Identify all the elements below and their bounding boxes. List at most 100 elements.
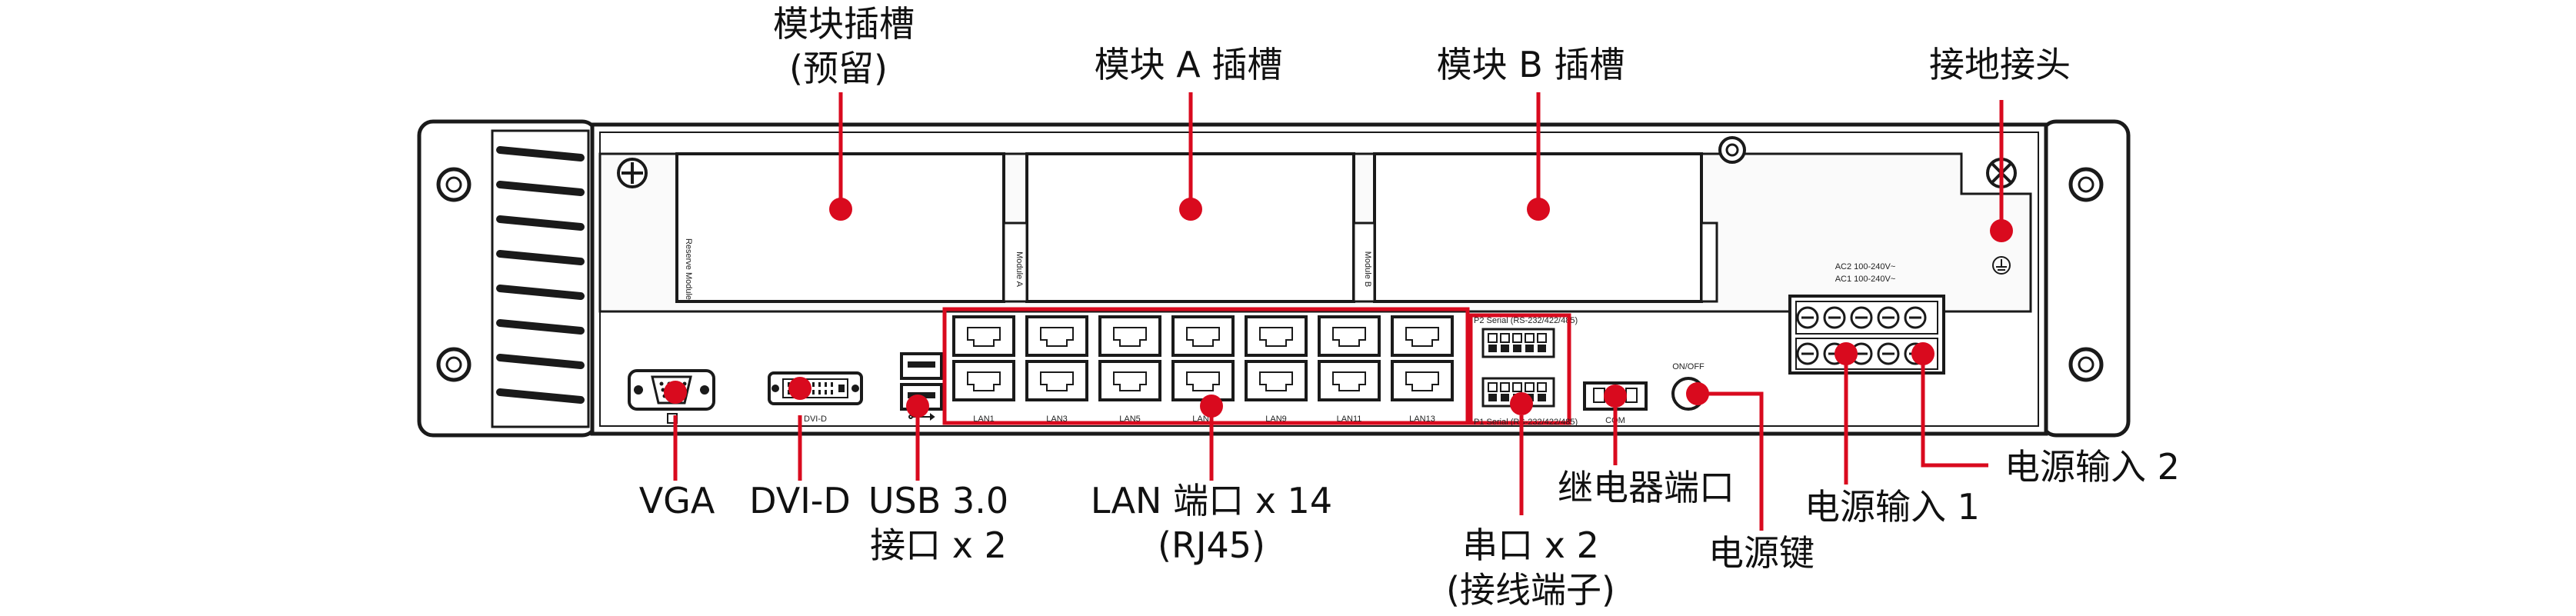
terminal-screw (1525, 333, 1535, 343)
ac2-text: AC2 100-240V~ (1835, 262, 1896, 271)
ac1-text: AC1 100-240V~ (1835, 275, 1896, 284)
terminal-pin (1501, 345, 1509, 352)
screw-top (1718, 136, 1746, 164)
rj45-jack-icon (1186, 327, 1220, 347)
terminal-pin (1501, 394, 1509, 401)
leader-lines (673, 92, 2004, 531)
lan-port (1098, 360, 1161, 401)
rj45-jack-icon (1259, 371, 1293, 391)
marker-ground (1990, 219, 2013, 242)
label-module-slot-reserved-line2: (预留) (789, 48, 888, 89)
label-power-button: 电源键 (1708, 532, 1815, 574)
terminal-screw (1512, 382, 1522, 392)
marker-power-button (1686, 382, 1709, 405)
module-b-text: Module B (1363, 251, 1372, 287)
lan-port (1318, 315, 1381, 357)
label-module-slot-reserved: 模块插槽 (预留) (773, 2, 915, 91)
terminal-screw (1512, 333, 1522, 343)
lan-port (1171, 360, 1235, 401)
label-module-slot-reserved-line1: 模块插槽 (773, 3, 915, 45)
label-vga: VGA (638, 480, 715, 521)
p2-serial-text: P2 Serial (RS-232/422/485) (1474, 316, 1578, 325)
lan-port (1098, 315, 1161, 357)
terminal-screw (1537, 333, 1547, 343)
rj45-jack-icon (1405, 371, 1439, 391)
terminal-pin (1538, 345, 1546, 352)
marker-usb (906, 395, 929, 418)
leader-power-input-2 (1921, 354, 1988, 468)
terminal-screw (1488, 382, 1498, 392)
serial-terminal-blocks: P2 Serial (RS-232/422/485) P1 Serial (RS… (1468, 313, 1578, 427)
rj45-jack-icon (1186, 371, 1220, 391)
terminal-screw (1537, 382, 1547, 392)
lan-port-label: LAN9 (1265, 415, 1287, 424)
lan-port-label: LAN5 (1119, 415, 1141, 424)
lan-port (1025, 315, 1088, 357)
marker-lan (1200, 395, 1223, 418)
ground-symbol-icon (1992, 256, 2011, 275)
marker-serial (1510, 392, 1533, 415)
on-off-text: ON/OFF (1672, 362, 1705, 371)
lan-port-label: LAN1 (973, 415, 995, 424)
terminal-pin (1538, 394, 1546, 401)
rj45-jack-icon (1259, 327, 1293, 347)
lan-port (1245, 315, 1308, 357)
terminal-pin (1488, 345, 1497, 352)
label-usb: USB 3.0 接口 x 2 (861, 478, 1015, 568)
module-a-text: Module A (1015, 251, 1024, 288)
label-relay-port: 继电器端口 (1558, 467, 1735, 508)
screw-left (617, 158, 648, 188)
marker-power-input-2 (1911, 342, 1934, 365)
lan-port (1171, 315, 1235, 357)
label-power-input-1: 电源输入 1 (1805, 486, 1980, 528)
left-rack-ear (417, 119, 598, 438)
slot-tabs (1002, 221, 1718, 303)
serial-port-p2 (1468, 313, 1571, 425)
right-rack-ear (2040, 119, 2131, 438)
lan-ports-outline (942, 307, 1470, 425)
rj45-jack-icon (967, 327, 1001, 347)
label-dvi-d: DVI-D (749, 480, 851, 521)
terminal-screw (1488, 333, 1498, 343)
marker-dvi-d (788, 377, 811, 400)
terminal-pin (1513, 345, 1521, 352)
label-module-a-slot: 模块 A 插槽 (1094, 44, 1283, 85)
label-lan-line2: (RJ45) (1158, 524, 1265, 566)
label-power-input-2: 电源输入 2 (2004, 446, 2180, 488)
label-serial: 串口 x 2 (接线端子) (1438, 523, 1623, 612)
lan-port-label: LAN11 (1337, 415, 1362, 424)
rj45-jack-icon (1040, 371, 1074, 391)
marker-module-reserved (829, 198, 852, 221)
marker-module-b (1527, 198, 1550, 221)
rj45-jack-icon (1040, 327, 1074, 347)
marker-relay (1604, 385, 1627, 408)
terminal-screw (1500, 382, 1510, 392)
marker-module-a (1179, 198, 1202, 221)
rj45-jack-icon (1332, 371, 1366, 391)
p1-serial-text: P1 Serial (RS-232/422/485) (1474, 418, 1578, 427)
label-serial-line1: 串口 x 2 (1462, 524, 1599, 566)
marker-power-input-1 (1835, 342, 1858, 365)
lan-port (952, 360, 1015, 401)
label-module-b-slot: 模块 B 插槽 (1436, 44, 1625, 85)
terminal-pin (1525, 345, 1534, 352)
rj45-jack-icon (1113, 327, 1147, 347)
leader-power-button (1698, 391, 1764, 531)
lan-port-label: LAN13 (1409, 415, 1435, 424)
lan-port (1318, 360, 1381, 401)
rj45-jack-icon (1113, 371, 1147, 391)
marker-vga (664, 381, 687, 404)
rj45-jack-icon (1332, 327, 1366, 347)
label-lan-ports: LAN 端口 x 14 (RJ45) (1077, 478, 1346, 568)
lan-port (1391, 360, 1454, 401)
dvi-d-port-text: DVI-D (804, 415, 827, 424)
rj45-jack-icon (1405, 327, 1439, 347)
lan-port (952, 315, 1015, 357)
label-usb-line1: USB 3.0 (868, 480, 1009, 521)
lan-port (1245, 360, 1308, 401)
label-lan-line1: LAN 端口 x 14 (1090, 480, 1333, 521)
terminal-screw (1525, 382, 1535, 392)
